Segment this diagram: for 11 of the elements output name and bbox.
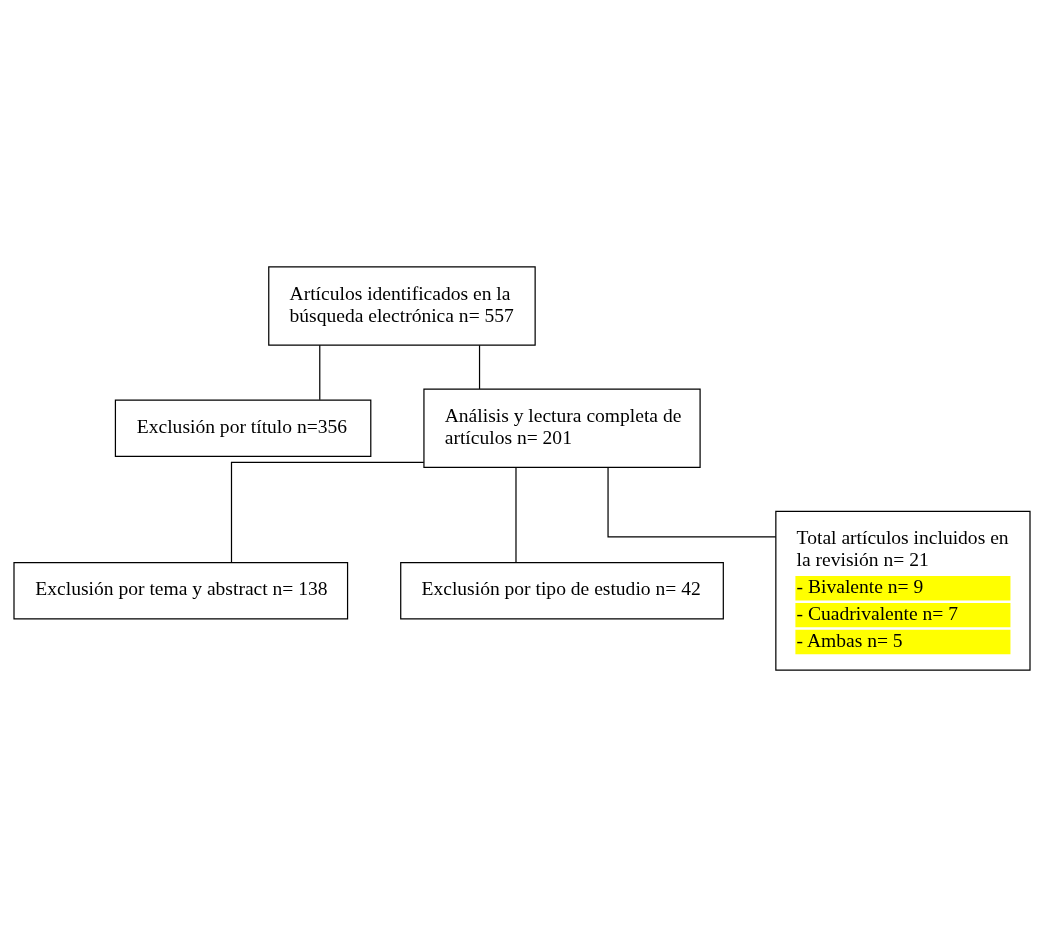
node-box: Exclusión por título n=356 [114, 399, 372, 457]
node-box: Exclusión por tipo de estudio n= 42 [400, 562, 724, 620]
connector [607, 466, 777, 538]
node-box: Total artículos incluidos en la revisión n= 21 - Bivalente n= 9 - Cuadrivalente n= 7 - Ambas n= 5 [775, 510, 1031, 671]
node-box: Artículos identificados en la búsqueda electrónica n= 557 [268, 266, 536, 346]
node-box: Análisis y lectura completa de artículos n= 201 [423, 388, 701, 468]
connector [478, 344, 481, 390]
node-box: Exclusión por tema y abstract n= 138 [13, 562, 349, 620]
connector [319, 344, 321, 401]
connector [230, 461, 425, 564]
connector [515, 466, 517, 563]
